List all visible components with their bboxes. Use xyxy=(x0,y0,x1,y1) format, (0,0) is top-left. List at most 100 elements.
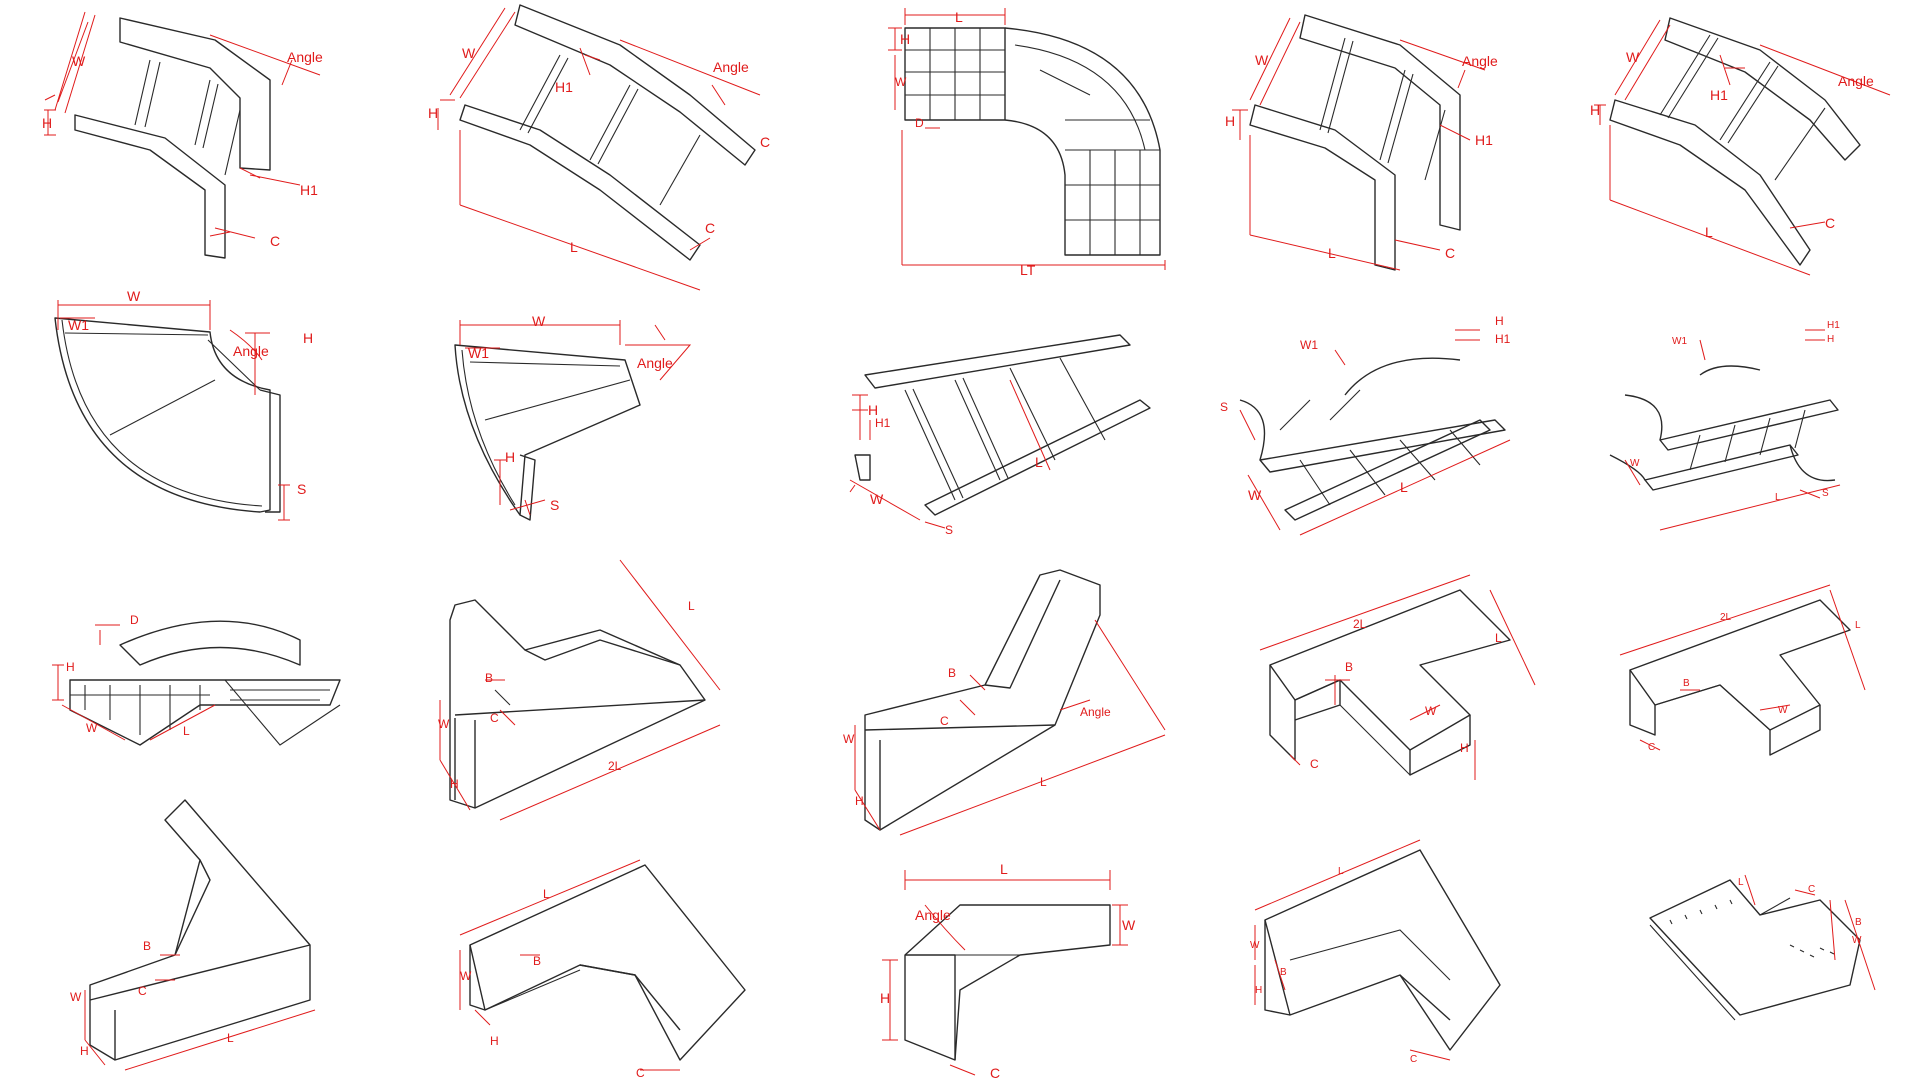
dim-l: L xyxy=(1775,492,1781,503)
ladder-angle-bend-dimensions: W Angle H1 H C L xyxy=(1590,19,1891,276)
dim-angle: Angle xyxy=(1462,53,1498,69)
dim-angle: Angle xyxy=(287,49,323,65)
dim-l: L xyxy=(1000,861,1008,877)
trunking-tee-small-dimensions: 2L B W C L xyxy=(1619,584,1866,753)
dim-w: W xyxy=(1255,52,1269,68)
dim-w: W xyxy=(460,969,472,983)
dim-h1: H1 xyxy=(1495,332,1511,346)
ladder-cross-dimensions: W1 H1 H W L S xyxy=(1624,320,1840,531)
dim-l: L xyxy=(1328,245,1336,261)
trunking-reducer-dimensions: L Angle W H C xyxy=(880,861,1136,1080)
dim-l: L xyxy=(1338,866,1344,877)
dim-w: W xyxy=(462,45,476,61)
perforated-bend-dimensions: L C B W xyxy=(1738,874,1876,991)
dim-h: H xyxy=(490,1034,499,1048)
dim-c-bottom: C xyxy=(705,220,715,236)
trunking-tee-corner-drawing xyxy=(469,864,746,1061)
trunking-reducer-drawing xyxy=(904,904,1111,1061)
dim-c: C xyxy=(1648,742,1655,753)
dim-h1: H1 xyxy=(1827,320,1840,331)
dim-w1: W1 xyxy=(68,317,89,333)
ladder-inside-riser-drawing xyxy=(1249,14,1461,271)
dim-w: W xyxy=(1248,487,1262,503)
dim-h: H xyxy=(868,402,878,418)
dim-l: L xyxy=(955,9,963,25)
tray-flat-bend-45-dimensions: W W1 Angle H S xyxy=(459,313,692,516)
trunking-elbow-2-dimensions: L W B H C xyxy=(1250,839,1451,1065)
dim-h1: H1 xyxy=(1475,132,1493,148)
dim-h: H xyxy=(855,794,864,808)
mesh-tee-drawing xyxy=(69,620,341,746)
dim-b: B xyxy=(1683,678,1690,689)
dim-c: C xyxy=(1445,245,1455,261)
dim-h: H xyxy=(303,330,313,346)
ladder-horizontal-bend-dimensions: W Angle H H1 C xyxy=(42,11,323,249)
dim-h: H xyxy=(80,1044,89,1058)
dim-h: H xyxy=(1827,334,1834,345)
dim-2l: 2L xyxy=(608,759,622,773)
dim-c: C xyxy=(490,711,499,725)
tray-flat-bend-90-drawing xyxy=(54,317,281,513)
dim-w1: W1 xyxy=(1672,336,1687,347)
dim-w: W xyxy=(70,990,82,1004)
dim-w: W xyxy=(1425,704,1437,718)
dim-angle: Angle xyxy=(1080,705,1111,719)
dim-b: B xyxy=(143,939,151,953)
dim-h: H xyxy=(1225,113,1235,129)
trunking-tee-drawing xyxy=(449,599,706,809)
dim-2l: 2L xyxy=(1720,612,1732,623)
dim-w: W xyxy=(1250,940,1260,951)
ladder-horizontal-bend-drawing xyxy=(74,17,271,259)
tray-flat-bend-90-dimensions: W W1 H Angle S xyxy=(57,288,313,521)
trunking-elbow-drawing xyxy=(89,799,311,1061)
dim-h: H xyxy=(428,105,438,121)
dim-h: H xyxy=(1255,985,1262,996)
trunking-tee-dimensions: B C W H 2L L xyxy=(438,559,721,821)
dim-lt: LT xyxy=(1020,262,1036,278)
dim-c: C xyxy=(1410,1054,1417,1065)
dim-l: L xyxy=(1035,454,1043,470)
trunking-tee-corner-dimensions: L B W H C xyxy=(459,859,680,1080)
ladder-outside-riser-dimensions: W H1 Angle H C C L xyxy=(428,7,770,291)
perforated-bend-drawing xyxy=(1649,879,1861,1021)
ladder-tee-dimensions: W1 H H1 S W L xyxy=(1220,314,1511,536)
ladder-straight-dimensions: H H1 L W S xyxy=(849,379,1051,537)
dim-angle: Angle xyxy=(1838,73,1874,89)
dim-b: B xyxy=(1855,917,1862,928)
dim-w: W xyxy=(127,288,141,304)
dim-b: B xyxy=(533,954,541,968)
dim-l: L xyxy=(543,887,550,901)
dim-w1: W1 xyxy=(468,345,489,361)
dim-l: L xyxy=(570,239,578,255)
dim-l: L xyxy=(1855,620,1861,631)
dim-c: C xyxy=(940,714,949,728)
dim-h: H xyxy=(66,660,75,674)
trunking-angle-dimensions: B C W H Angle L xyxy=(843,619,1166,836)
dim-c: C xyxy=(1825,215,1835,231)
dim-h1: H1 xyxy=(555,79,573,95)
dim-l: L xyxy=(688,599,695,613)
dim-l: L xyxy=(1495,631,1502,645)
mesh-horizontal-bend-dimensions: L H W D LT xyxy=(888,8,1166,278)
dim-angle: Angle xyxy=(713,59,749,75)
ladder-angle-bend-drawing xyxy=(1609,17,1861,266)
dim-w: W xyxy=(86,721,98,735)
dim-w: W xyxy=(843,732,855,746)
dim-h1: H1 xyxy=(1710,87,1728,103)
dim-l: L xyxy=(1040,775,1047,789)
ladder-straight-drawing xyxy=(854,334,1151,516)
ladder-tee-drawing xyxy=(1239,357,1506,521)
dim-c: C xyxy=(636,1066,645,1080)
ladder-inside-riser-dimensions: W Angle H H1 C L xyxy=(1225,17,1498,271)
dim-w: W xyxy=(1122,917,1136,933)
dim-h: H xyxy=(900,31,910,47)
tray-flat-bend-45-drawing xyxy=(454,344,641,521)
dim-w: W xyxy=(532,313,546,329)
dim-l: L xyxy=(1738,877,1744,888)
dim-2l: 2L xyxy=(1353,617,1367,631)
dim-h: H xyxy=(1495,314,1504,328)
dim-b: B xyxy=(485,671,493,685)
dim-s: S xyxy=(297,481,306,497)
ladder-outside-riser-drawing xyxy=(459,4,756,261)
